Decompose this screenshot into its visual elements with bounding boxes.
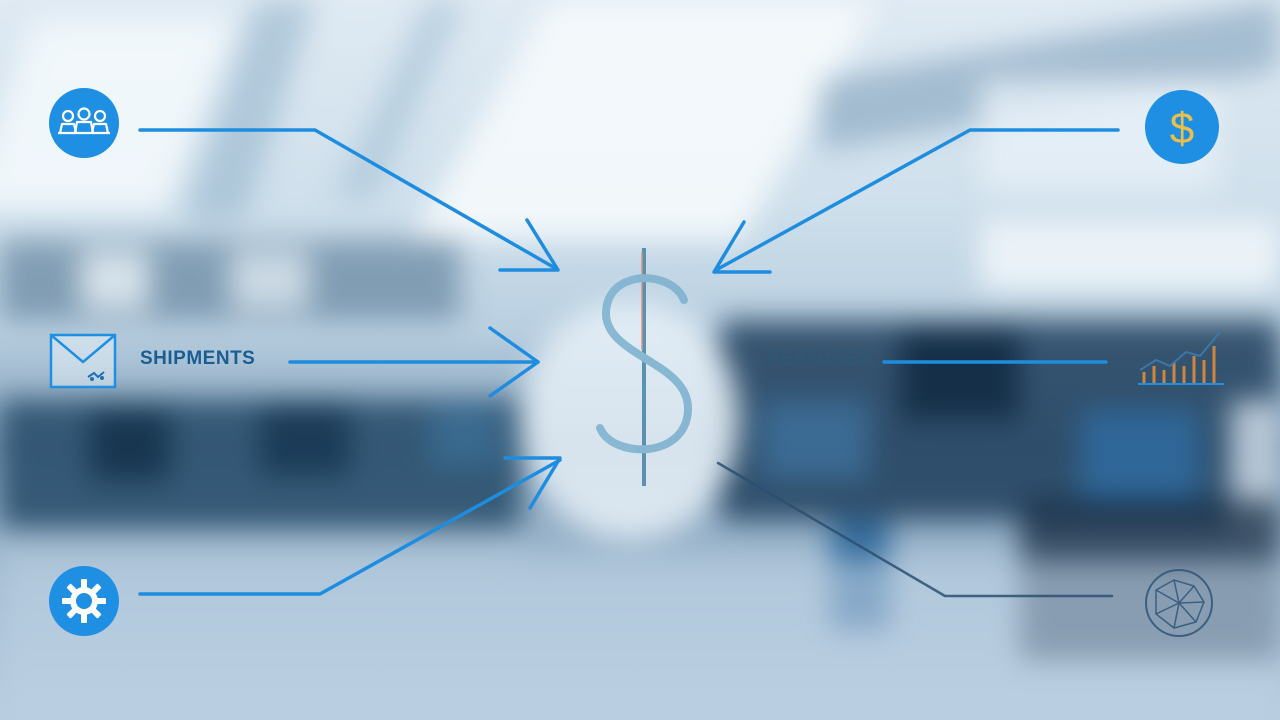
arrowhead-bottom-left bbox=[503, 456, 562, 510]
shipments-label: SHIPMENTS bbox=[140, 348, 256, 369]
features-label: FEATURES bbox=[768, 348, 872, 369]
connector-bottom-right bbox=[716, 461, 1114, 598]
arrowhead-top-left bbox=[498, 218, 560, 272]
globe-network-icon bbox=[1144, 568, 1214, 643]
connector-top-right bbox=[714, 128, 1120, 272]
gear-icon bbox=[48, 565, 120, 642]
dollar-icon: $ bbox=[1144, 89, 1220, 170]
arrowhead-mid-left bbox=[488, 326, 540, 398]
connector-top-left bbox=[138, 128, 557, 270]
bar-chart-icon bbox=[1136, 326, 1226, 393]
center-dollar-sign bbox=[596, 248, 693, 486]
envelope-icon bbox=[48, 332, 118, 395]
svg-text:$: $ bbox=[1170, 104, 1194, 153]
arrowhead-top-right bbox=[712, 220, 772, 274]
connector-bottom-left bbox=[138, 458, 562, 596]
people-group-icon bbox=[48, 87, 120, 164]
